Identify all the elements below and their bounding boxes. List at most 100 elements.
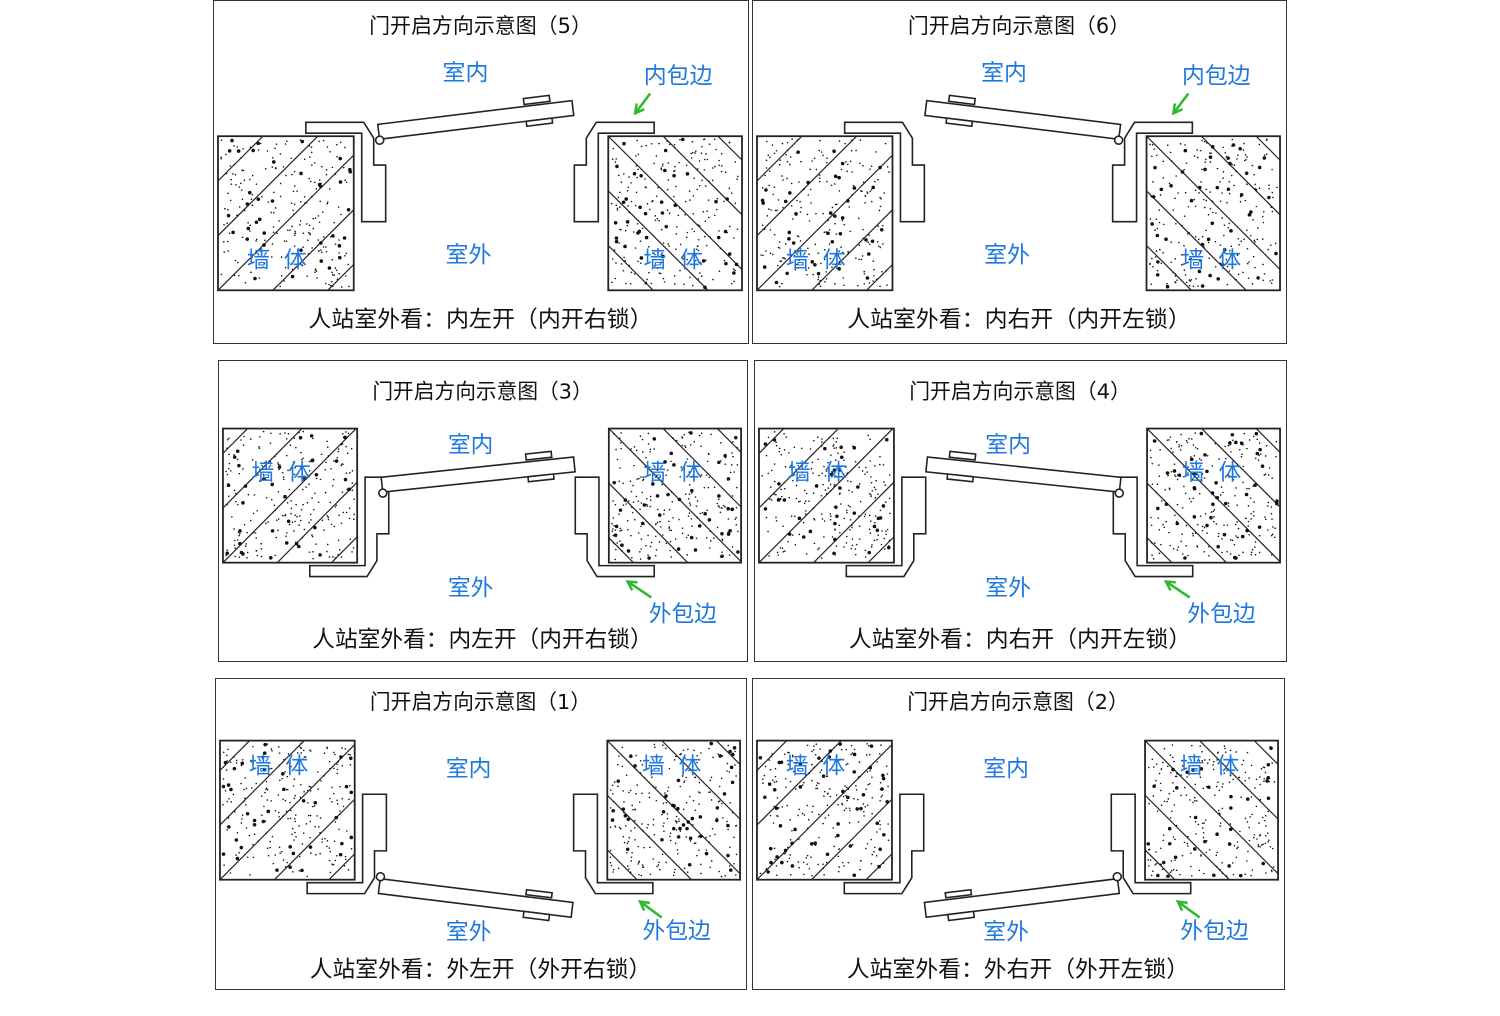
door-handle-icon <box>524 450 553 461</box>
door-diagram-panel: 墙体墙体门开启方向示意图（2）室内室外外包边人站室外看：外右开（外开左锁） <box>752 678 1285 990</box>
door-diagram-panel: 墙体墙体门开启方向示意图（1）室内室外外包边人站室外看：外左开（外开右锁） <box>215 678 747 990</box>
right-door-frame <box>572 793 654 895</box>
door-leaf <box>378 450 576 498</box>
diagram-title: 门开启方向示意图（1） <box>370 690 591 714</box>
green-arrow-icon <box>1171 92 1190 116</box>
door-leaf <box>374 94 575 145</box>
wall-label: 墙体 <box>249 753 322 779</box>
trim-label: 外包边 <box>1187 601 1256 627</box>
outdoor-label: 室外 <box>983 919 1029 945</box>
diagram-canvas: 墙体墙体门开启方向示意图（2）室内室外外包边人站室外看：外右开（外开左锁） <box>756 690 1279 983</box>
viewing-caption: 人站室外看：内右开（内开左锁） <box>849 627 1191 653</box>
concrete-wall: 墙体 <box>1146 427 1281 564</box>
wall-hatch <box>608 136 743 291</box>
viewing-caption: 人站室外看：外右开（外开左锁） <box>847 957 1189 983</box>
diagram-canvas: 墙体墙体门开启方向示意图（6）室内室外内包边人站室外看：内右开（内开左锁） <box>756 14 1281 333</box>
door-handle-icon <box>946 473 975 483</box>
wall-label: 墙体 <box>642 753 715 779</box>
indoor-label: 室内 <box>985 432 1031 458</box>
left-door-frame <box>843 793 925 895</box>
indoor-label: 室内 <box>981 61 1027 87</box>
door-handle-icon <box>527 473 555 483</box>
concrete-wall: 墙体 <box>217 135 355 292</box>
diagram-title: 门开启方向示意图（4） <box>909 380 1131 404</box>
trim-label: 内包边 <box>644 64 713 90</box>
door-handle-icon <box>944 888 973 899</box>
door-handle-icon <box>525 888 554 899</box>
outdoor-label: 室外 <box>984 242 1030 268</box>
wall-hatch <box>1147 428 1281 563</box>
door-leaf <box>923 871 1123 922</box>
right-door-frame <box>574 476 656 578</box>
concrete-wall: 墙体 <box>222 427 359 564</box>
concrete-wall: 墙体 <box>758 427 895 564</box>
viewing-caption: 人站室外看：外左开（外开右锁） <box>310 957 651 983</box>
trim-label: 外包边 <box>1180 918 1249 944</box>
wall-hatch <box>756 136 893 291</box>
trim-label: 外包边 <box>649 601 717 627</box>
left-door-frame <box>309 476 390 578</box>
hinge-icon <box>375 871 386 882</box>
concrete-wall: 墙体 <box>756 739 893 881</box>
outdoor-label: 室外 <box>985 575 1031 601</box>
diagram-canvas: 墙体墙体门开启方向示意图（4）室内室外外包边人站室外看：内右开（内开左锁） <box>758 380 1281 653</box>
right-door-frame <box>1112 476 1194 578</box>
wall-hatch <box>1145 740 1279 880</box>
viewing-caption: 人站室外看：内左开（内开右锁） <box>308 307 652 333</box>
right-door-frame <box>1110 793 1192 895</box>
door-handle-icon <box>522 94 551 106</box>
left-door-frame <box>845 476 927 578</box>
wall-label: 墙体 <box>643 247 717 273</box>
outdoor-label: 室外 <box>448 575 493 601</box>
door-handle-icon <box>945 117 974 128</box>
wall-hatch <box>219 740 355 880</box>
diagram-title: 门开启方向示意图（6） <box>908 14 1130 38</box>
door-handle-icon <box>947 94 977 106</box>
wall-label: 墙体 <box>247 247 321 273</box>
concrete-wall: 墙体 <box>606 739 741 881</box>
hinge-icon <box>374 135 385 145</box>
concrete-wall: 墙体 <box>607 427 742 564</box>
outdoor-label: 室外 <box>446 919 492 945</box>
left-door-frame <box>306 793 388 895</box>
door-diagram-panel: 墙体墙体门开启方向示意图（6）室内室外内包边人站室外看：内右开（内开左锁） <box>752 0 1287 344</box>
wall-label: 墙体 <box>786 247 860 273</box>
left-door-frame <box>843 121 926 223</box>
indoor-label: 室内 <box>443 61 489 87</box>
diagram-canvas: 墙体墙体门开启方向示意图（1）室内室外外包边人站室外看：外左开（外开右锁） <box>219 690 741 983</box>
door-diagram-panel: 墙体墙体门开启方向示意图（4）室内室外外包边人站室外看：内右开（内开左锁） <box>754 360 1287 662</box>
green-arrow-icon <box>625 580 652 599</box>
trim-label: 外包边 <box>643 918 711 944</box>
door-leaf <box>375 871 574 922</box>
wall-label: 墙体 <box>786 753 859 779</box>
door-handle-icon <box>947 910 976 922</box>
door-handle-icon <box>525 117 554 128</box>
wall-label: 墙体 <box>252 460 325 486</box>
door-handle-icon <box>948 450 977 461</box>
door-leaf <box>925 450 1125 498</box>
wall-hatch <box>222 428 358 563</box>
hinge-icon <box>1113 135 1124 145</box>
concrete-wall: 墙体 <box>1145 135 1281 292</box>
door-leaf <box>924 94 1124 145</box>
right-door-frame <box>1111 121 1194 223</box>
diagram-title: 门开启方向示意图（5） <box>369 14 592 38</box>
trim-label: 内包边 <box>1182 64 1251 90</box>
wall-hatch <box>217 136 354 291</box>
green-arrow-icon <box>1175 900 1201 919</box>
wall-label: 墙体 <box>788 460 861 486</box>
diagram-title: 门开启方向示意图（3） <box>372 380 592 404</box>
wall-hatch <box>756 740 892 880</box>
left-door-frame <box>305 121 387 223</box>
right-door-frame <box>573 121 655 223</box>
hinge-icon <box>1112 871 1123 882</box>
diagram-title: 门开启方向示意图（2） <box>907 690 1129 714</box>
green-arrow-icon <box>637 900 663 919</box>
outdoor-label: 室外 <box>446 243 492 269</box>
wall-label: 墙体 <box>643 460 716 486</box>
concrete-wall: 墙体 <box>607 135 743 292</box>
hinge-icon <box>378 488 388 498</box>
wall-hatch <box>1146 136 1281 291</box>
